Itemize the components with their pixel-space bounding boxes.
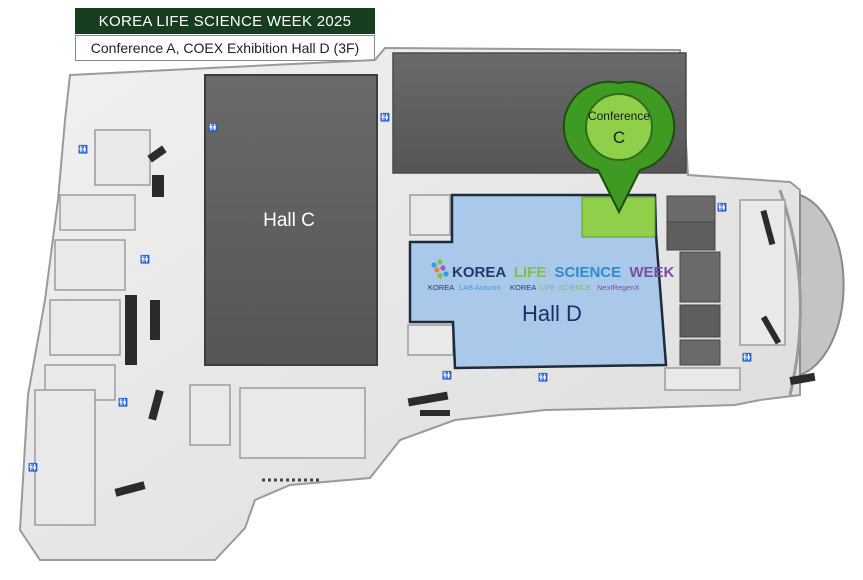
restroom-icon: 🚻 — [380, 112, 390, 122]
map-title: KOREA LIFE SCIENCE WEEK 2025 — [75, 8, 375, 34]
marker-label-line1: Conference — [588, 109, 650, 123]
logo-dots-icon — [431, 259, 449, 279]
logo-sub-life-science: LIFE SCIENCE — [540, 283, 591, 292]
east-rooms — [666, 195, 721, 366]
hall-c-area — [204, 74, 378, 366]
venue-subtitle: Conference A, COEX Exhibition Hall D (3F… — [75, 35, 375, 61]
logo-sub-lab-autumn: LAB Autumn — [459, 283, 501, 292]
restroom-icon: 🚻 — [118, 397, 128, 407]
event-logo: KOREA LIFE SCIENCE WEEK KOREA LAB Autumn… — [428, 259, 674, 292]
logo-sub-korea-ls: KOREA — [510, 283, 536, 292]
restroom-icons: 🚻 🚻 🚻 🚻 🚻 🚻 🚻 🚻 🚻 🚻 — [28, 112, 752, 472]
restroom-icon: 🚻 — [208, 122, 218, 132]
east-curve-wall — [778, 189, 802, 396]
restroom-icon: 🚻 — [717, 202, 727, 212]
svg-text:KOREA LAB Autumn: KOREA LAB Autumn — [428, 283, 501, 292]
marker-label-line2: C — [613, 128, 625, 147]
east-rotunda — [799, 193, 845, 377]
logo-word-korea: KOREA — [452, 264, 506, 281]
restroom-icon: 🚻 — [442, 370, 452, 380]
restroom-icon: 🚻 — [28, 462, 38, 472]
restroom-icon: 🚻 — [140, 254, 150, 264]
logo-word-week: WEEK — [629, 264, 674, 281]
logo-word-life: LIFE — [514, 264, 547, 281]
restroom-icon: 🚻 — [538, 372, 548, 382]
logo-word-science: SCIENCE — [554, 264, 621, 281]
escalators — [114, 145, 816, 497]
svg-text:KOREA LIFE SCIENCE: KOREA LIFE SCIENCE — [510, 283, 591, 292]
hall-c-label: Hall C — [263, 210, 315, 231]
svg-text:KOREA LIFE SCIENCE: KOREA LIFE SCIENCE WEEK — [452, 264, 674, 281]
restroom-icon: 🚻 — [78, 144, 88, 154]
logo-sub-korea-lab: KOREA — [428, 283, 454, 292]
west-rooms — [34, 129, 786, 526]
logo-sub-nextregenx: NextRegenX — [597, 283, 640, 292]
restroom-icon: 🚻 — [742, 352, 752, 362]
conference-c-marker[interactable]: Conference C — [562, 80, 676, 215]
hall-d-label: Hall D — [522, 301, 582, 326]
